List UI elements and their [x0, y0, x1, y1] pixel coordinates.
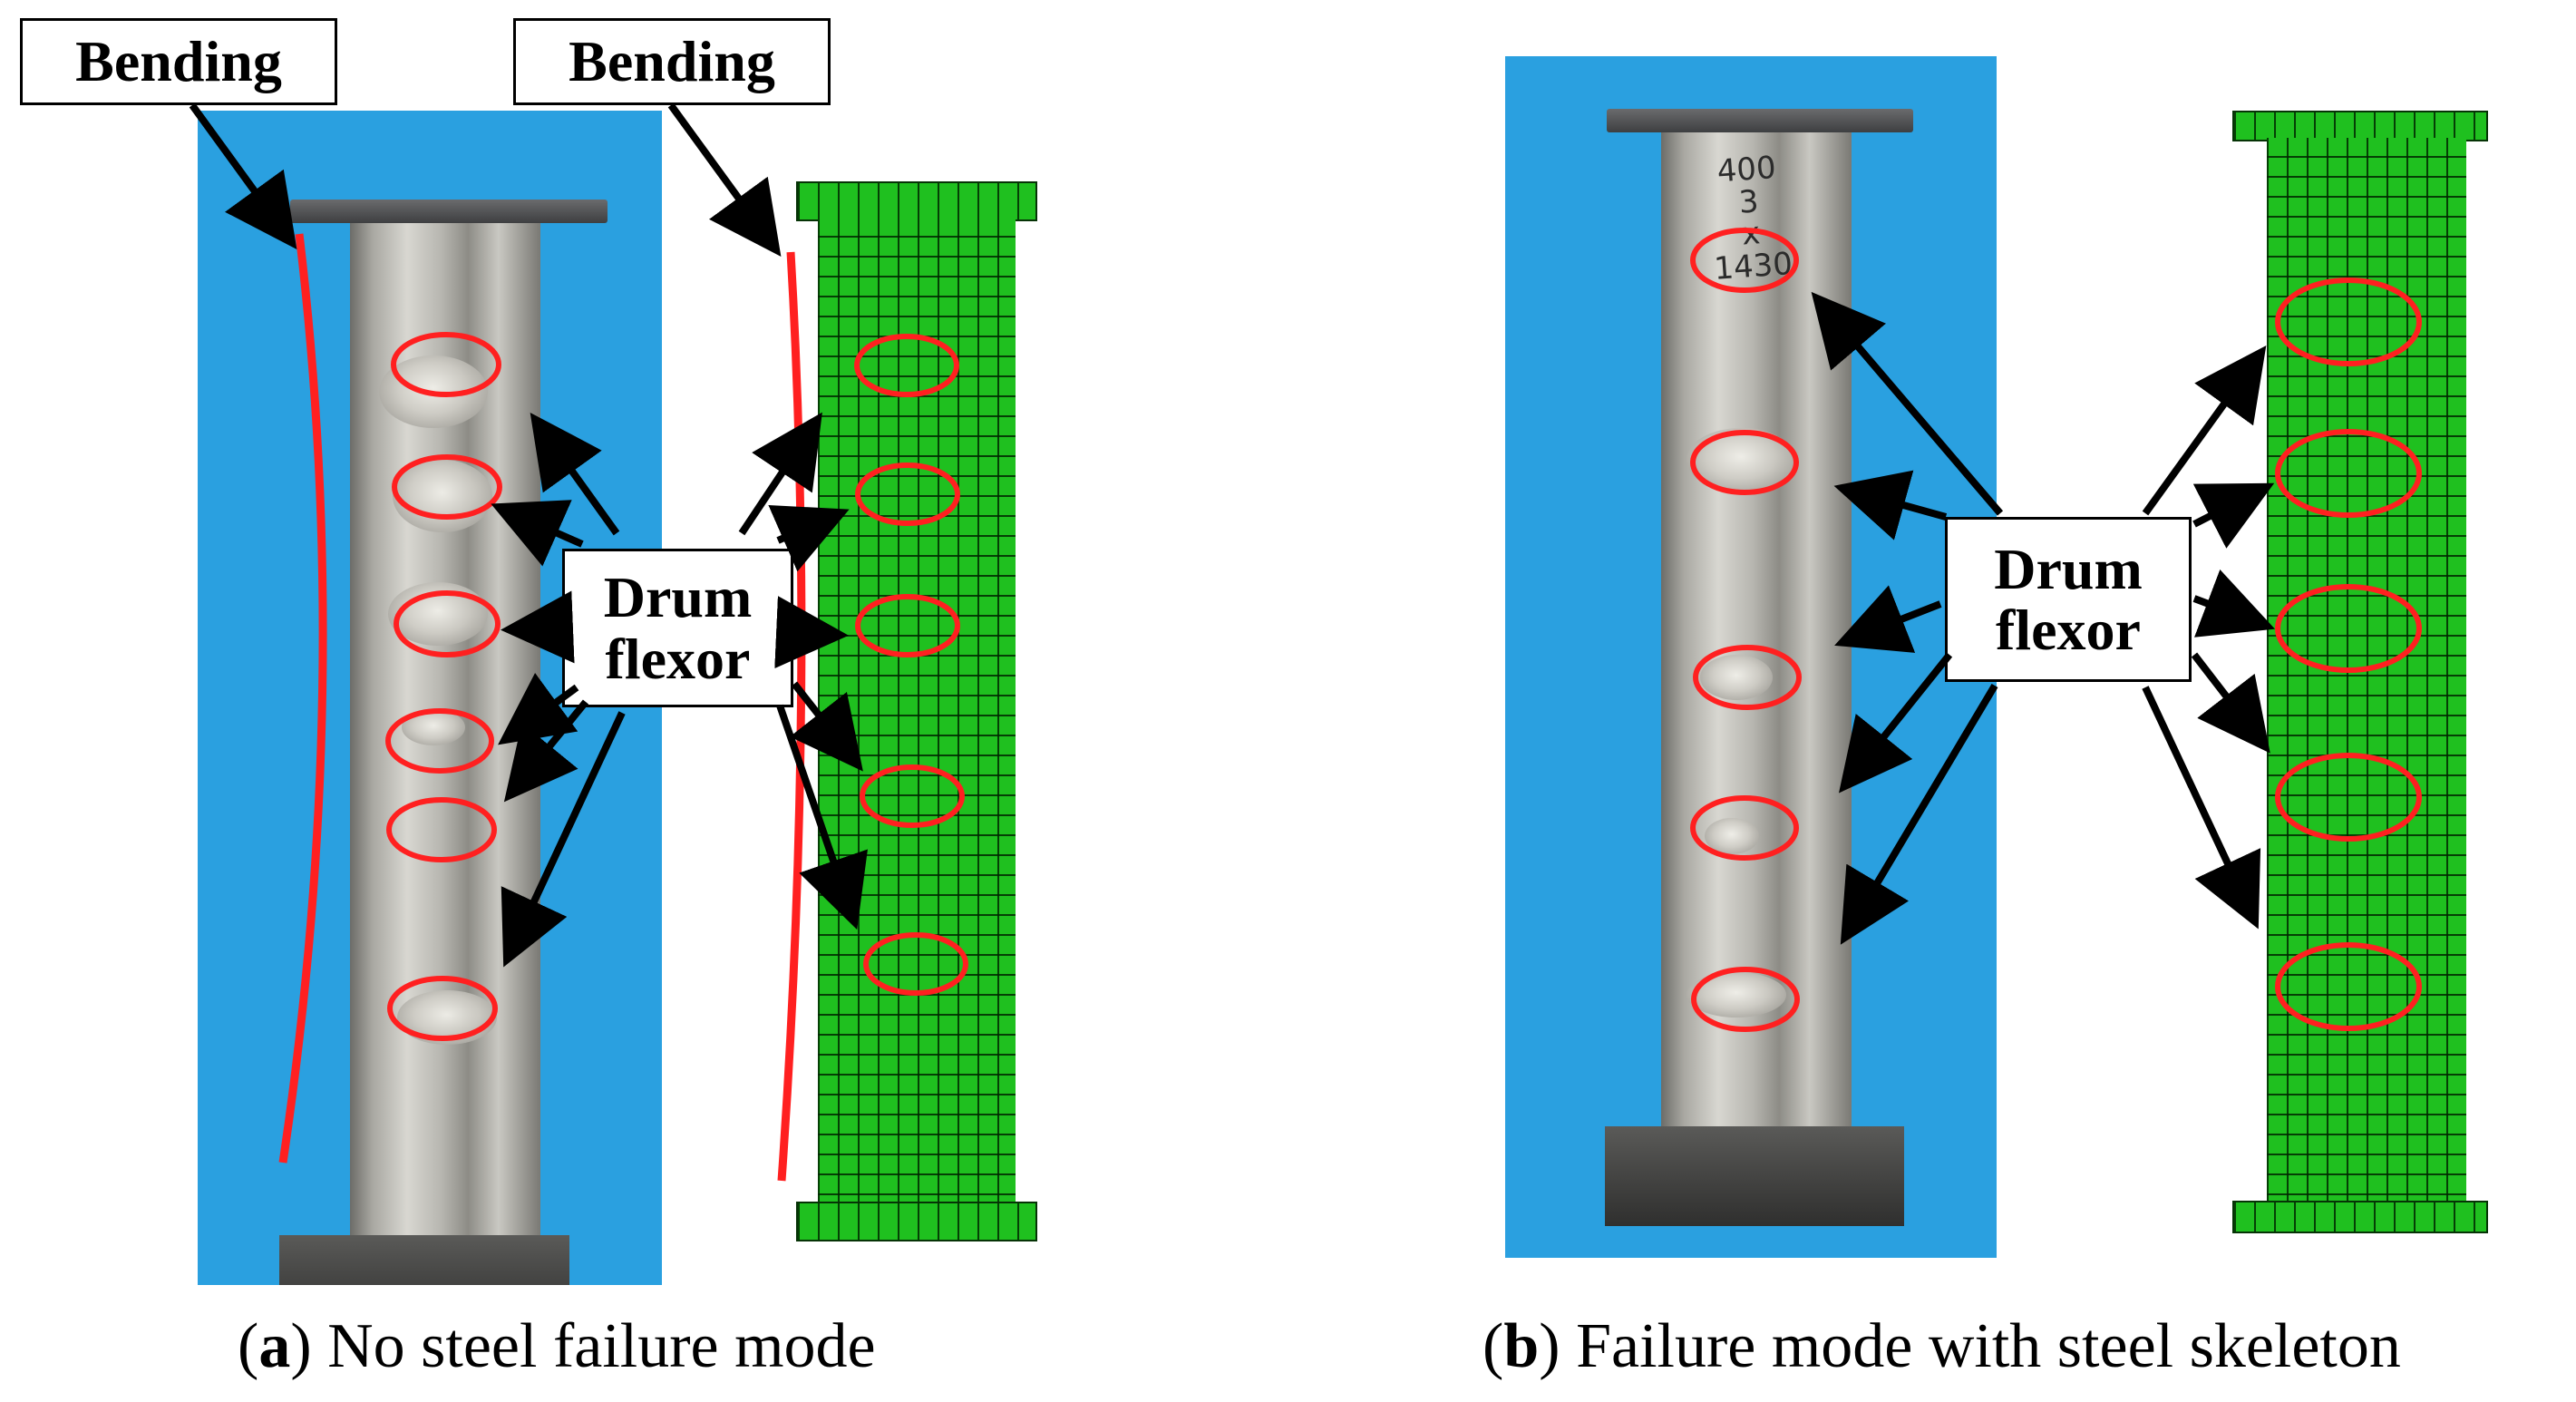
caption-a: (a) No steel failure mode: [238, 1311, 876, 1381]
local-buckle: [1700, 655, 1773, 700]
bending-curve-photo-a: [278, 233, 327, 1163]
buckle-ring: [394, 590, 501, 657]
buckle-ring: [1690, 795, 1799, 861]
buckle-ring: [2275, 277, 2422, 366]
arrow: [2142, 686, 2261, 930]
arrow: [501, 711, 626, 968]
base-plate: [1605, 1126, 1904, 1226]
arrow: [530, 412, 620, 536]
arrow: [774, 596, 849, 669]
drum-flexor-label-a-line1: Drum: [603, 565, 753, 630]
buckle-ring: [863, 932, 968, 996]
buckle-ring: [860, 764, 965, 828]
buckle-ring: [2275, 942, 2422, 1031]
arrow: [667, 102, 782, 257]
drum-flexor-label-b-line2: flexor: [1996, 598, 2141, 662]
arrow: [503, 699, 589, 803]
buckle-ring: [2275, 429, 2422, 518]
buckle-ring: [855, 462, 960, 526]
bending-label-left: Bending: [20, 18, 337, 105]
fem-top-plate: [796, 181, 1037, 221]
arrow: [1811, 291, 2004, 516]
caption-a-text: No steel failure mode: [311, 1311, 876, 1381]
arrow: [738, 412, 822, 536]
buckle-ring: [386, 797, 497, 862]
arrows: [189, 102, 2275, 968]
buckle-ring: [392, 454, 502, 520]
buckle-ring: [855, 594, 960, 657]
caption-b: (b) Failure mode with steel skeleton: [1482, 1311, 2401, 1381]
buckle-ring: [854, 334, 959, 397]
caption-a-letter: a: [258, 1311, 291, 1381]
buckle-ring: [2275, 584, 2422, 673]
fem-bottom-plate: [2232, 1201, 2488, 1233]
drum-flexor-label-b-line1: Drum: [1994, 536, 2143, 601]
arrow: [501, 590, 575, 664]
caption-b-text: Failure mode with steel skeleton: [1560, 1311, 2401, 1381]
arrow: [2142, 346, 2267, 516]
arrow: [790, 681, 863, 772]
bending-label-right-text: Bending: [569, 29, 775, 93]
local-buckle: [1705, 818, 1759, 854]
arrow: [2191, 652, 2270, 754]
buckle-ring: [391, 332, 501, 397]
bending-label-left-text: Bending: [75, 29, 282, 93]
arrow: [491, 500, 584, 567]
arrow: [1833, 470, 1948, 540]
bending-label-right: Bending: [513, 18, 831, 105]
buckle-ring: [385, 708, 494, 774]
drum-flexor-label-b: Drum flexor: [1945, 517, 2192, 682]
panel-b-fem-model: [2267, 138, 2466, 1201]
arrow: [776, 704, 868, 930]
arrow: [1840, 683, 1998, 945]
buckle-ring: [1693, 645, 1802, 710]
fem-top-plate: [2232, 111, 2488, 141]
local-buckle: [393, 460, 492, 532]
fem-bottom-plate: [796, 1202, 1037, 1241]
buckle-ring: [2275, 753, 2422, 842]
arrow: [1834, 585, 1942, 653]
base-plate: [279, 1235, 569, 1285]
top-plate: [290, 200, 608, 223]
drum-flexor-label-a-line2: flexor: [605, 626, 751, 691]
drum-flexor-label-a: Drum flexor: [562, 549, 793, 707]
buckle-ring: [1690, 430, 1799, 495]
arrow: [768, 505, 850, 572]
arrow: [1839, 652, 1953, 793]
buckle-ring: [387, 976, 498, 1041]
top-plate: [1607, 109, 1913, 132]
buckle-ring: [1690, 228, 1799, 293]
arrow: [2192, 482, 2275, 549]
arrow: [189, 102, 297, 249]
caption-b-letter: b: [1503, 1311, 1540, 1381]
arrow: [2192, 569, 2275, 638]
buckle-ring: [1691, 967, 1800, 1032]
